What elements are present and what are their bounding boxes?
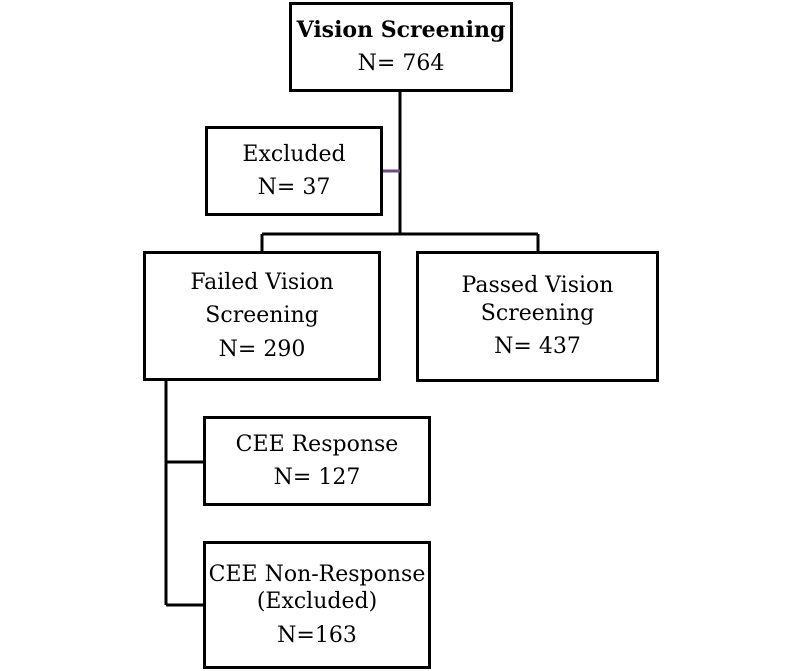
failed-count: N= 290	[218, 336, 306, 362]
vision-screening-title: Vision Screening	[296, 16, 506, 43]
cee-nonresponse-title-line1: CEE Non-Response	[208, 561, 426, 587]
passed-vision-screening-box: Passed Vision Screening N= 437	[416, 251, 659, 382]
passed-count: N= 437	[494, 334, 581, 360]
vision-screening-box: Vision Screening N= 764	[289, 2, 513, 92]
vision-screening-count: N= 764	[357, 51, 445, 76]
cee-response-box: CEE Response N= 127	[203, 416, 431, 506]
passed-title-line1: Passed Vision	[461, 273, 614, 299]
excluded-count: N= 37	[257, 175, 331, 200]
excluded-title: Excluded	[242, 141, 346, 167]
cee-nonresponse-count: N=163	[277, 622, 357, 648]
cee-response-title: CEE Response	[235, 431, 399, 457]
passed-title-line2: Screening	[480, 300, 595, 326]
cee-response-count: N= 127	[273, 465, 361, 490]
failed-vision-screening-box: Failed Vision Screening N= 290	[143, 251, 381, 381]
cee-nonresponse-box: CEE Non-Response (Excluded) N=163	[203, 541, 431, 669]
cee-nonresponse-title-line2: (Excluded)	[256, 589, 378, 615]
failed-title-line1: Failed Vision	[190, 269, 334, 295]
excluded-box: Excluded N= 37	[205, 126, 383, 216]
failed-title-line2: Screening	[205, 303, 319, 329]
